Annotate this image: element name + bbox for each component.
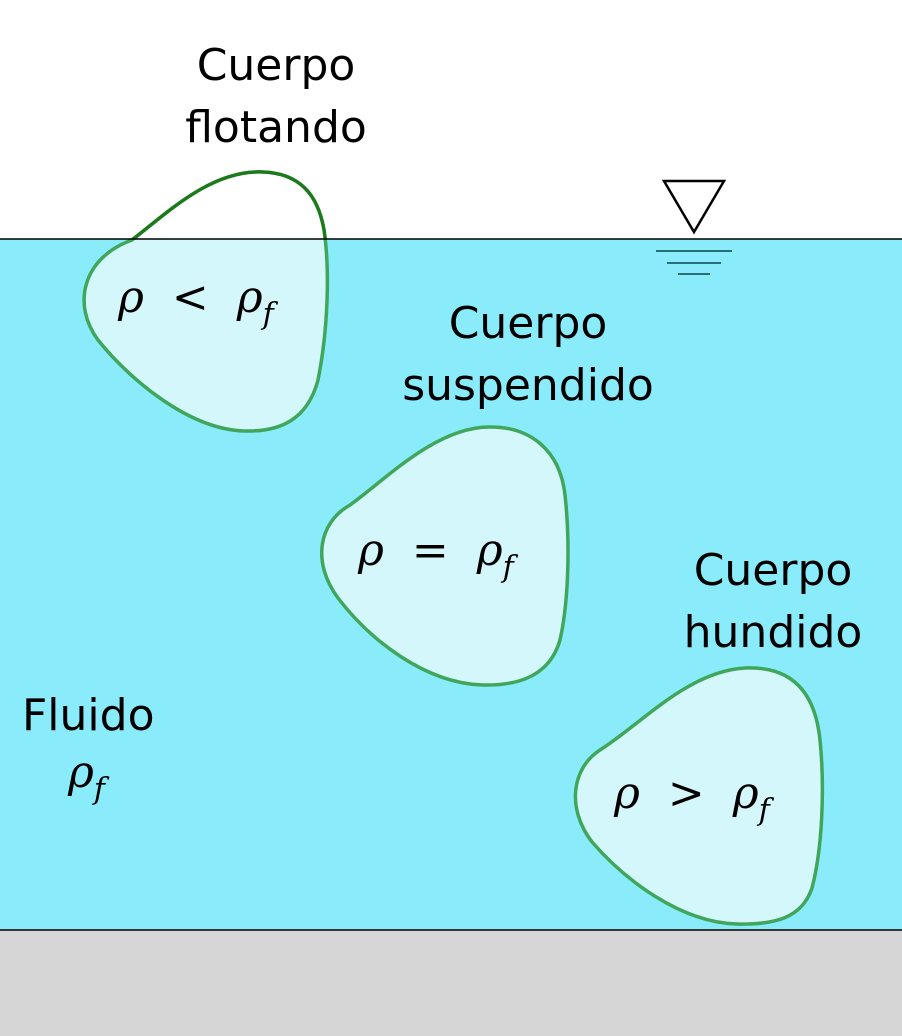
- ground-region: [0, 930, 902, 1036]
- fluid-label: Fluido: [22, 690, 155, 741]
- suspended-body-label-line1: Cuerpo: [449, 298, 608, 349]
- floating-body-label-line1: Cuerpo: [197, 40, 356, 91]
- sunk-relation-lhs: ρ: [613, 768, 640, 819]
- sunk-relation-operator: >: [668, 768, 705, 819]
- sunk-body-shape: [573, 666, 825, 926]
- floating-relation-lhs: ρ: [117, 272, 144, 323]
- water-level-triangle: [661, 179, 727, 235]
- water-level-icon: [656, 179, 732, 275]
- air-region: [0, 0, 902, 239]
- floating-relation-operator: <: [172, 272, 209, 323]
- floating-relation-rhs: ρ: [236, 272, 263, 323]
- sunk-relation-rhs: ρ: [732, 768, 759, 819]
- floating-body-label-line2: flotando: [185, 102, 367, 153]
- fluid-density-rho: ρ: [67, 747, 94, 798]
- suspended-body-label-line2: suspendido: [402, 360, 654, 411]
- sunk-body-label-line1: Cuerpo: [694, 545, 853, 596]
- sunk-body-relation: ρ > ρf: [613, 768, 775, 828]
- suspended-relation-lhs: ρ: [357, 525, 384, 576]
- suspended-relation-rhs: ρ: [476, 525, 503, 576]
- suspended-body-shape: [320, 425, 570, 687]
- fluid-density-symbol: ρf: [67, 747, 110, 807]
- sunk-body-label-line2: hundido: [684, 607, 863, 658]
- suspended-relation-operator: =: [412, 525, 449, 576]
